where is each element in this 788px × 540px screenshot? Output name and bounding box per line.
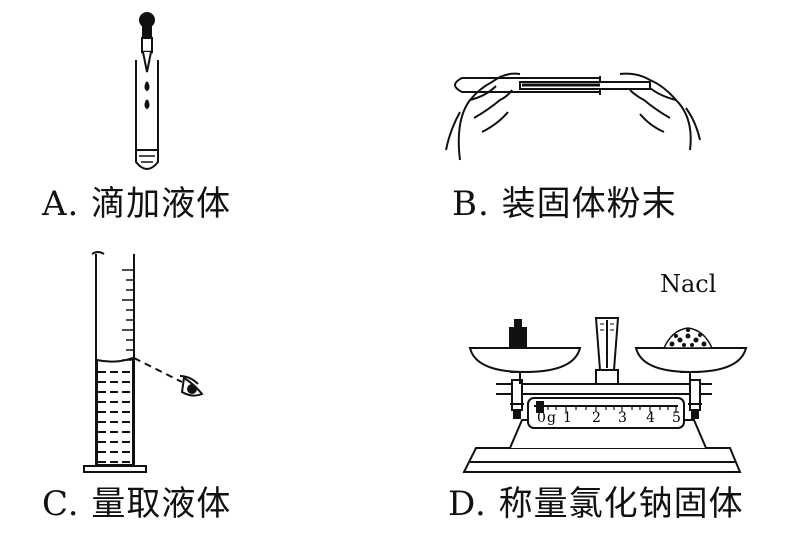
scale-label-0: 0 [537, 410, 546, 426]
right-pan [634, 347, 748, 374]
left-screw [510, 379, 524, 419]
test-tube [135, 60, 159, 170]
caption-a: A. 滴加液体 [42, 184, 232, 224]
drop [144, 81, 150, 92]
salt-pile [662, 327, 714, 349]
liquid-hatch [98, 371, 132, 463]
graduation-marks [122, 269, 133, 361]
test-tube-horizontal [454, 77, 600, 93]
left-hand [445, 72, 521, 161]
dropper-stem [142, 51, 152, 73]
panel-a-dropper-test-tube [135, 12, 159, 170]
scale-label-unit: g [547, 410, 556, 426]
eye-icon [179, 375, 204, 397]
weight-icon [509, 319, 527, 349]
scale-label-5: 5 [672, 410, 681, 426]
scale-labels: 0 g 1 2 3 4 5 [537, 410, 681, 426]
panel-b-hands-test-tube [445, 72, 701, 161]
sight-line [133, 357, 183, 383]
rider [536, 401, 544, 413]
balance-base [462, 447, 742, 473]
caption-c: C. 量取液体 [42, 484, 232, 524]
left-pan [468, 347, 582, 374]
scale-label-3: 3 [618, 410, 627, 426]
right-screw [688, 379, 702, 419]
caption-d: D. 称量氯化钠固体 [448, 484, 744, 524]
right-hand [619, 72, 701, 151]
drop [144, 99, 150, 110]
nacl-label: Nacl [660, 270, 717, 298]
scale-label-1: 1 [563, 410, 572, 426]
beam-ticks [539, 406, 677, 412]
cylinder-base [83, 465, 147, 473]
caption-b: B. 装固体粉末 [452, 184, 677, 224]
scale-label-2: 2 [592, 410, 601, 426]
dropper-bulb [139, 12, 155, 28]
panel-c-graduated-cylinder [83, 251, 204, 473]
scale-label-4: 4 [646, 410, 655, 426]
panel-d-balance [462, 317, 748, 473]
